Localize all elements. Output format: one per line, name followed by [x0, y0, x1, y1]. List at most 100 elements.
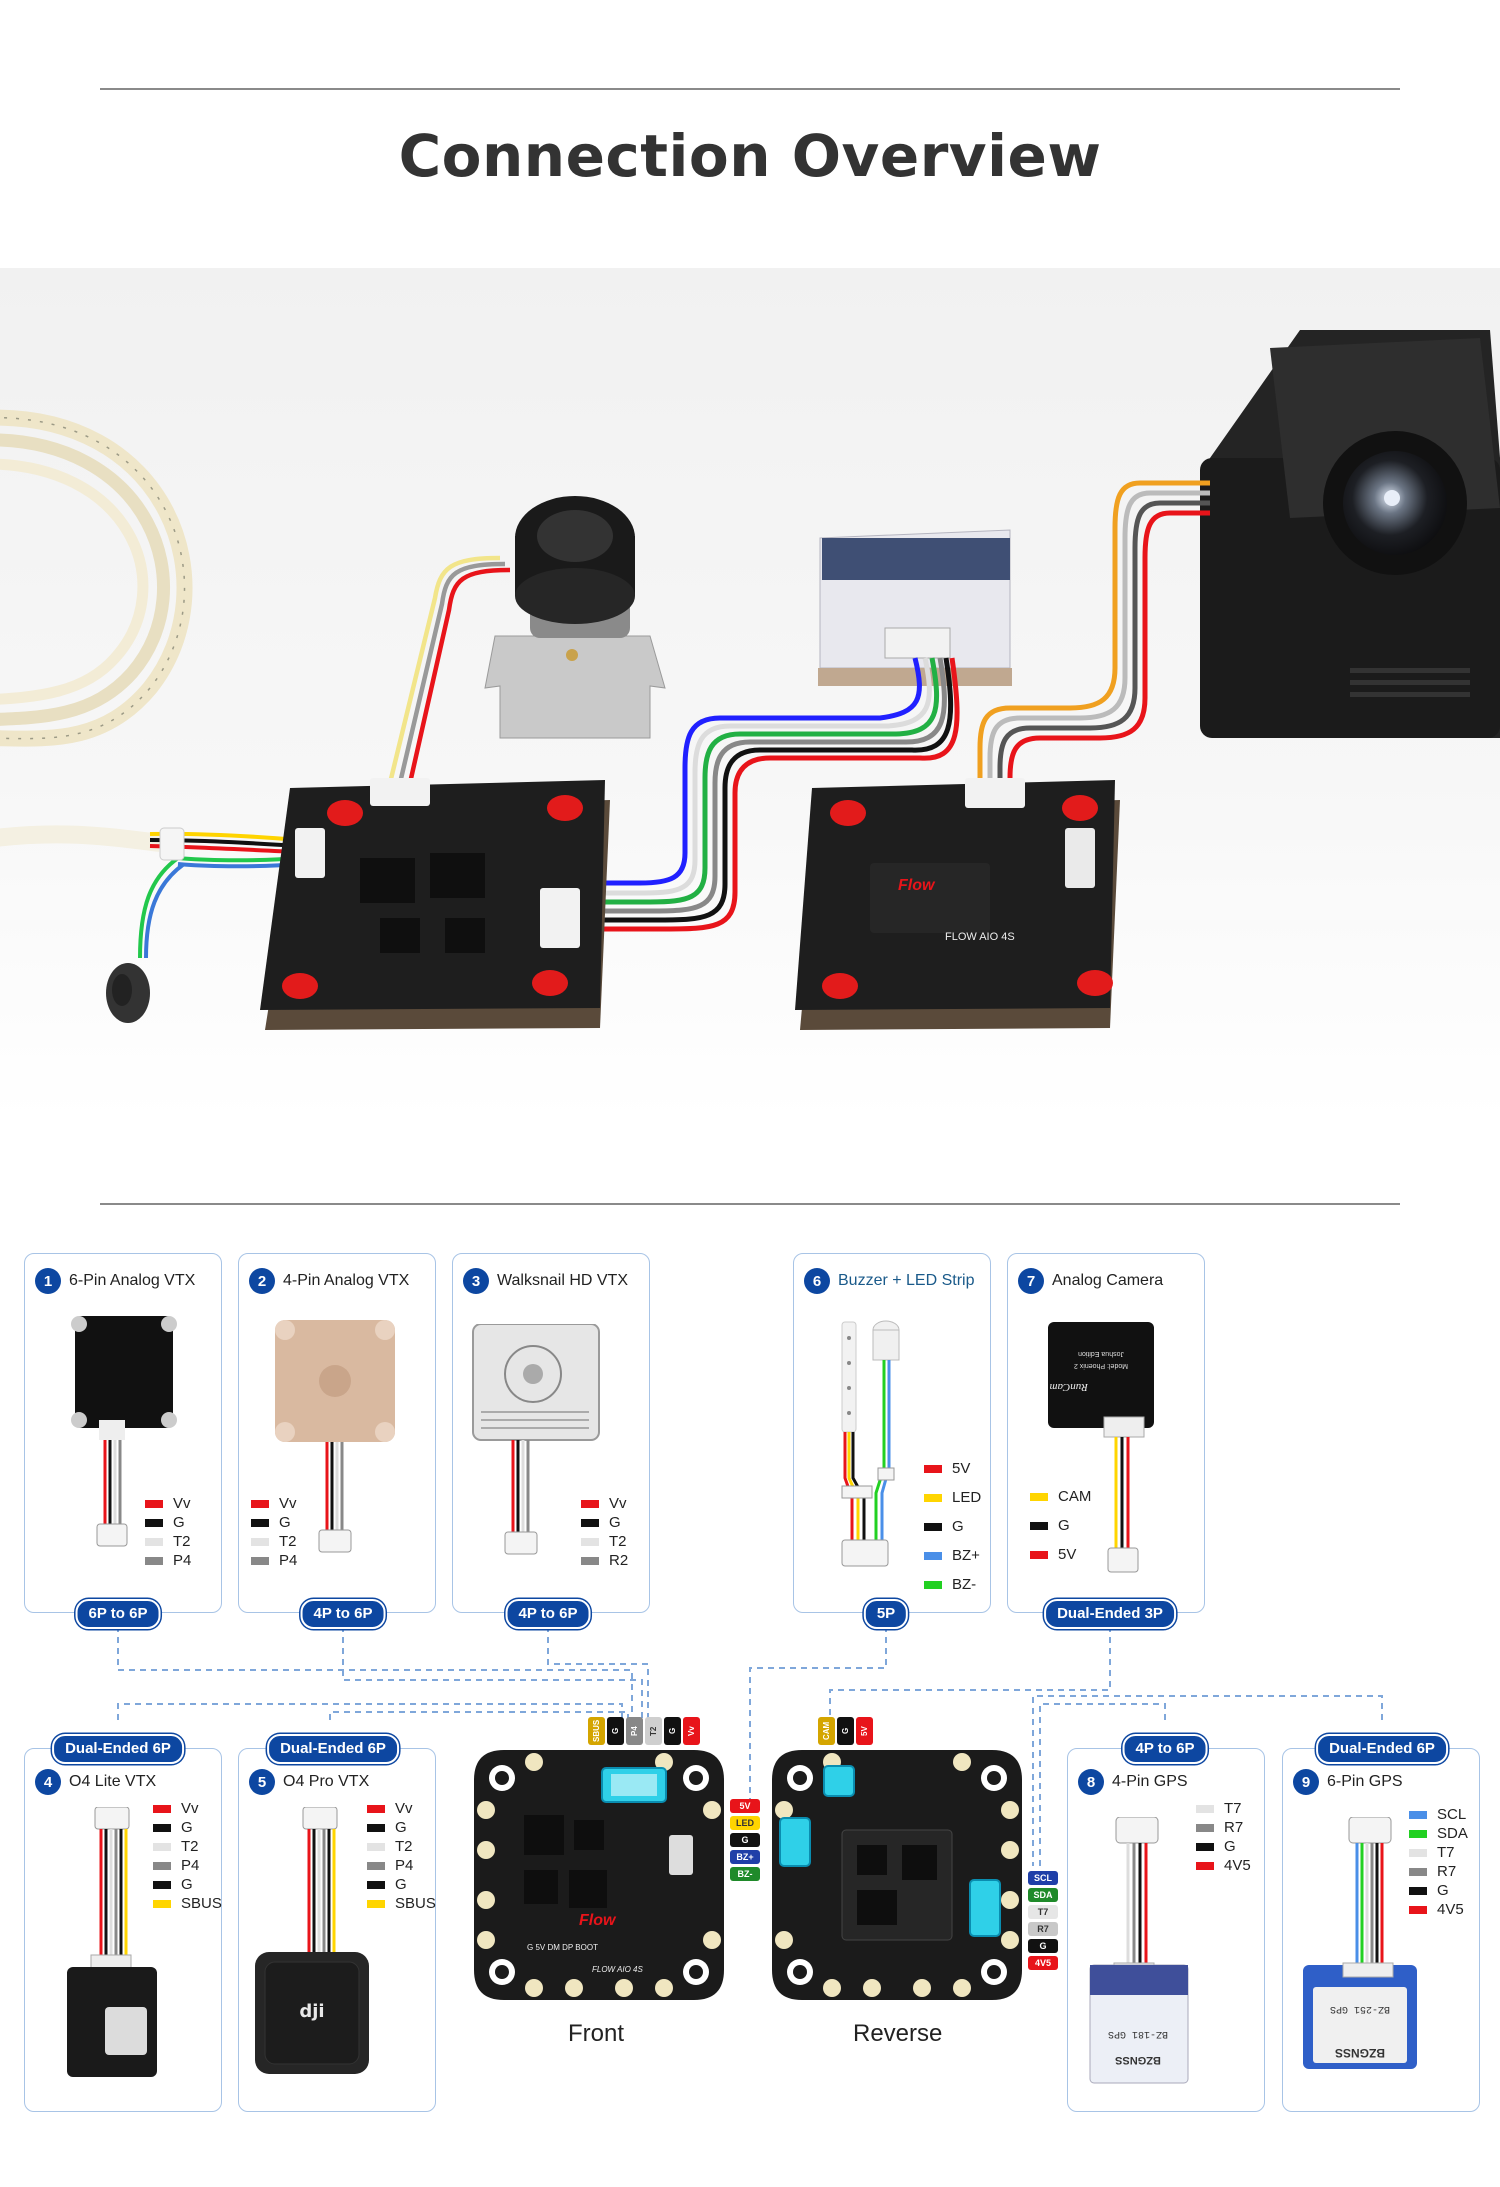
pin-label: 5V	[1058, 1546, 1077, 1563]
pin-label: SDA	[1437, 1825, 1468, 1842]
pin-g: G	[664, 1717, 681, 1745]
svg-text:RunCam: RunCam	[1049, 1381, 1089, 1393]
pin-t2: T2	[645, 1717, 662, 1745]
pin-p4: P4	[626, 1717, 643, 1745]
pin-swatch	[145, 1537, 163, 1546]
pin-label: BZ+	[952, 1547, 980, 1564]
4pin-analog-vtx-image	[275, 1320, 395, 1553]
card-number: 9	[1293, 1769, 1319, 1795]
pin-g: G	[837, 1717, 854, 1745]
pin-label: T7	[1224, 1800, 1242, 1817]
pin-swatch	[251, 1537, 269, 1546]
pin-label: 4V5	[1437, 1901, 1464, 1918]
led-strip	[0, 409, 193, 852]
pin-swatch	[1409, 1810, 1427, 1819]
pin-label: 5V	[952, 1460, 971, 1477]
walksnail-vtx-image	[472, 1324, 600, 1555]
pin-g: G	[730, 1833, 760, 1847]
analog-camera-render	[484, 496, 666, 739]
card-number: 3	[463, 1268, 489, 1294]
svg-text:BZGNSS: BZGNSS	[1335, 2046, 1385, 2060]
o4-pro-image: dji	[255, 1807, 369, 2074]
gps-render	[818, 529, 1012, 686]
pin-label: LED	[952, 1489, 982, 1506]
4pin-gps-image: BZ-181 GPS BZGNSS	[1089, 1817, 1189, 2084]
pin-swatch	[924, 1522, 942, 1531]
front-board-render	[260, 778, 610, 1030]
pin-swatch	[1196, 1823, 1214, 1832]
pin-label: T2	[279, 1533, 297, 1550]
o4-lite-image	[67, 1807, 157, 2077]
pin-scl: SCL	[1028, 1871, 1058, 1885]
pin-label: G	[279, 1514, 291, 1531]
pin-5v: 5V	[730, 1799, 760, 1813]
pin-t7: T7	[1028, 1905, 1058, 1919]
pin-label: G	[1058, 1517, 1070, 1534]
pin-label: T2	[181, 1838, 199, 1855]
pin-swatch	[1030, 1550, 1048, 1559]
card-title: Analog Camera	[1052, 1272, 1164, 1289]
pin-label: P4	[173, 1552, 192, 1569]
pin-label: Vv	[395, 1800, 413, 1817]
pin-label: R2	[609, 1552, 629, 1569]
pin-swatch	[367, 1861, 385, 1870]
pin-label: SBUS	[181, 1895, 222, 1912]
pin-swatch	[251, 1499, 269, 1508]
card-title: 6-Pin GPS	[1327, 1773, 1403, 1790]
card-number: 6	[804, 1268, 830, 1294]
pin-swatch	[153, 1804, 171, 1813]
pin-label: P4	[181, 1857, 200, 1874]
pad-labels: G 5V DM DP BOOT	[527, 1943, 598, 1952]
gps-pins: SCL SDA T7 R7 G 4V5	[1028, 1871, 1058, 1970]
pin-label: SCL	[1437, 1806, 1467, 1823]
pin-label: T7	[1437, 1844, 1455, 1861]
pin-swatch	[145, 1499, 163, 1508]
connector-badge: Dual-Ended 6P	[52, 1734, 184, 1764]
pin-label: T2	[395, 1838, 413, 1855]
card-title: O4 Lite VTX	[69, 1773, 157, 1790]
card-number: 1	[35, 1268, 61, 1294]
top-divider	[100, 88, 1400, 90]
pin-swatch	[1409, 1905, 1427, 1914]
pin-g: G	[607, 1717, 624, 1745]
front-top-pins: SBUS G P4 T2 G Vv	[588, 1717, 700, 1745]
connector-badge: 4P to 6P	[300, 1599, 386, 1629]
middle-divider	[100, 1203, 1400, 1205]
pin-swatch	[1409, 1867, 1427, 1876]
svg-text:BZ-251 GPS: BZ-251 GPS	[1330, 2003, 1390, 2014]
pin-label: BZ-	[952, 1576, 977, 1593]
card-title: 6-Pin Analog VTX	[69, 1272, 196, 1289]
pin-swatch	[153, 1880, 171, 1889]
pin-label: SBUS	[395, 1895, 436, 1912]
pin-label: Vv	[173, 1495, 191, 1512]
pin-label: G	[609, 1514, 621, 1531]
pin-swatch	[367, 1842, 385, 1851]
connector-badge: 6P to 6P	[75, 1599, 161, 1629]
pin-label: 4V5	[1224, 1857, 1251, 1874]
pin-sda: SDA	[1028, 1888, 1058, 1902]
connector-badge: Dual-Ended 6P	[1316, 1734, 1448, 1764]
6pin-analog-vtx-image	[71, 1316, 177, 1547]
hd-camera-render	[1200, 330, 1500, 738]
pin-swatch	[1030, 1492, 1048, 1501]
pin-swatch	[1196, 1804, 1214, 1813]
buzzer-led-image	[841, 1320, 900, 1567]
pin-swatch	[153, 1823, 171, 1832]
svg-text:BZGNSS: BZGNSS	[1115, 2054, 1161, 2066]
fc-reverse-board	[772, 1750, 1022, 2000]
pin-label: G	[181, 1876, 193, 1893]
pin-label: R7	[1437, 1863, 1457, 1880]
pin-swatch	[251, 1556, 269, 1565]
pin-swatch	[367, 1823, 385, 1832]
svg-text:Joshua Edition: Joshua Edition	[1078, 1350, 1124, 1357]
pin-swatch	[1409, 1886, 1427, 1895]
pin-vv: Vv	[683, 1717, 700, 1745]
pin-label: G	[395, 1876, 407, 1893]
pin-label: CAM	[1058, 1488, 1092, 1505]
connector-badge: 4P to 6P	[505, 1599, 591, 1629]
pin-swatch	[251, 1518, 269, 1527]
connector-badge: Dual-Ended 3P	[1044, 1599, 1176, 1629]
